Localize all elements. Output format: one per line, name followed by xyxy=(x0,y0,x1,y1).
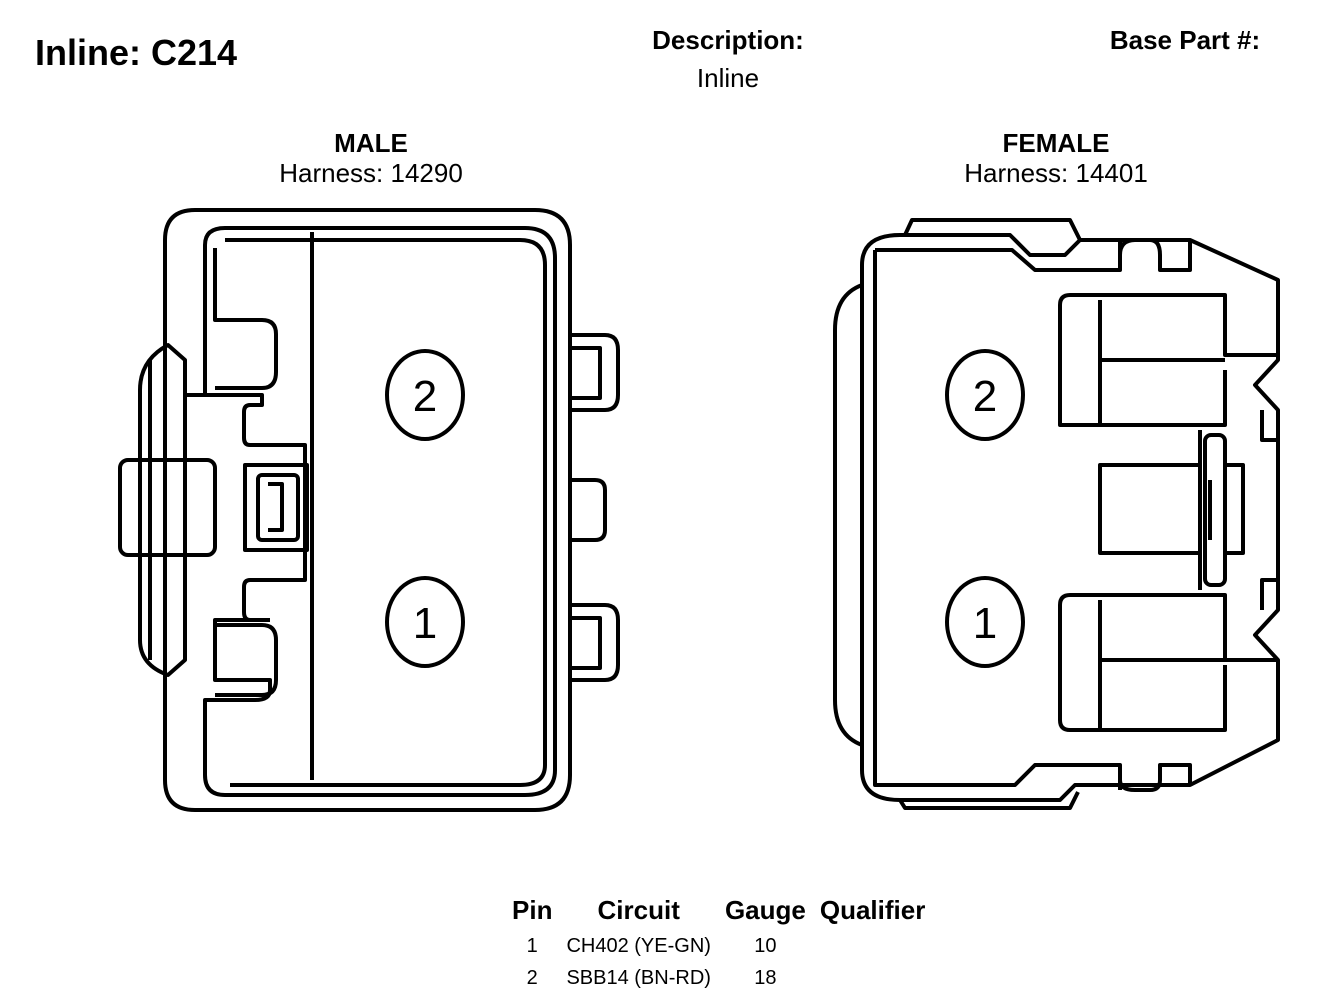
male-harness: Harness: 14290 xyxy=(279,158,463,188)
base-part-label: Base Part #: xyxy=(1109,25,1261,55)
female-pin-1-label: 1 xyxy=(973,599,997,648)
circuit-cell: CH402 (YE-GN) xyxy=(566,934,711,957)
male-pin-1-label: 1 xyxy=(413,599,437,648)
table-row: 2 SBB14 (BN-RD) 18 xyxy=(505,962,932,994)
circuit-cell: SBB14 (BN-RD) xyxy=(566,966,711,989)
male-pin-2-label: 2 xyxy=(413,372,437,421)
qualifier-column-header: Qualifier xyxy=(819,895,926,925)
gauge-column-header: Gauge xyxy=(724,895,806,925)
qualifier-cell xyxy=(813,930,932,962)
pin-table-header: Pin Circuit Gauge Qualifier xyxy=(505,895,932,930)
qualifier-cell xyxy=(813,962,932,994)
female-label: FEMALE xyxy=(1002,128,1110,158)
table-row: 1 CH402 (YE-GN) 10 xyxy=(505,930,932,962)
male-label: MALE xyxy=(334,128,408,158)
pin-cell: 1 xyxy=(526,934,538,957)
pin-cell: 2 xyxy=(526,966,538,989)
pin-column-header: Pin xyxy=(512,895,553,925)
description-value: Inline xyxy=(696,63,760,93)
gauge-cell: 18 xyxy=(754,966,777,989)
description-label: Description: xyxy=(652,25,804,55)
male-connector-diagram: 2 1 xyxy=(118,208,620,812)
gauge-cell: 10 xyxy=(754,934,777,957)
female-pin-2-label: 2 xyxy=(973,372,997,421)
pin-table: Pin Circuit Gauge Qualifier 1 CH402 (YE-… xyxy=(505,895,932,994)
circuit-column-header: Circuit xyxy=(597,895,680,925)
connector-title: Inline: C214 xyxy=(35,32,238,73)
female-connector-diagram: 2 1 xyxy=(833,218,1280,810)
female-harness: Harness: 14401 xyxy=(964,158,1148,188)
